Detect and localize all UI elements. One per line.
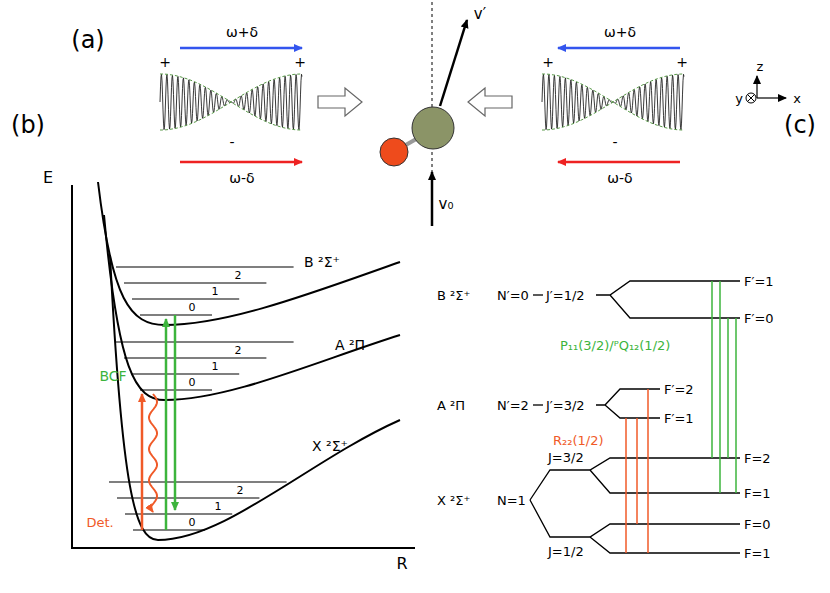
diagram-label: - xyxy=(229,135,234,149)
dashed-axis xyxy=(432,2,433,200)
vib-level xyxy=(109,481,287,482)
diagram-label: (b) xyxy=(11,113,45,137)
velocity-arrow xyxy=(440,20,467,106)
diagram-label: ω-δ xyxy=(607,171,632,185)
diagram-label: F=1 xyxy=(744,547,771,560)
diagram-label: B ²Σ⁺ xyxy=(437,289,470,302)
envelope xyxy=(160,74,302,130)
diagram-label: F=0 xyxy=(744,518,771,531)
cooling-lines xyxy=(712,281,736,493)
diagram-label: P₁₁(3/2)/ᴾQ₁₂(1/2) xyxy=(560,339,670,352)
beam-arrow xyxy=(558,161,680,164)
diagram-label: A ²Π xyxy=(335,338,365,352)
beam-arrow xyxy=(180,47,302,50)
diagram-label: + xyxy=(542,55,554,69)
diagram-label: z xyxy=(757,60,764,73)
diagram-label: X ²Σ⁺ xyxy=(312,439,348,453)
diagram-label: X ²Σ⁺ xyxy=(437,494,470,507)
diagram-label: 2 xyxy=(235,270,242,281)
heavy-atom xyxy=(412,107,454,149)
vib-level xyxy=(117,497,259,498)
diagram-label: B ²Σ⁺ xyxy=(304,255,340,269)
diagram-label: A ²Π xyxy=(437,399,465,412)
potential-curve xyxy=(98,182,400,325)
diagram-label: N′=0 xyxy=(497,289,529,302)
vib-level xyxy=(116,266,294,267)
diagram-label: 0 xyxy=(189,517,196,528)
diagram-label: x xyxy=(793,92,801,105)
diagram-label: F′=1 xyxy=(744,275,774,288)
diagram-label: (a) xyxy=(71,28,104,52)
beam-arrow xyxy=(180,161,302,164)
diagram-label: v₀ xyxy=(439,197,454,212)
velocity-arrow xyxy=(431,172,434,226)
diagram-label: F′=1 xyxy=(664,412,694,425)
level-structure xyxy=(530,281,740,553)
transition-arrow xyxy=(141,394,144,530)
diagram-label: Det. xyxy=(86,516,113,529)
diagram-label: ω+δ xyxy=(226,25,258,39)
diagram-label: F=1 xyxy=(744,487,771,500)
diagram-label: F′=2 xyxy=(664,383,694,396)
diagram-label: ω-δ xyxy=(229,171,254,185)
diagram-label: + xyxy=(676,55,688,69)
envelope xyxy=(542,74,684,130)
diagram-label: y xyxy=(735,92,743,105)
diagram-label: - xyxy=(612,135,617,149)
into-page-symbol xyxy=(748,95,755,102)
diagram-label: 1 xyxy=(212,286,219,297)
diagram-label: F=2 xyxy=(744,452,771,465)
diagram-label: + xyxy=(159,55,171,69)
potential-curve xyxy=(110,255,400,540)
diagram-label: N′=2 xyxy=(497,399,529,412)
vib-level xyxy=(132,298,239,299)
transition-arrow xyxy=(165,319,168,530)
diagram-label: R xyxy=(396,556,407,572)
potential-curve xyxy=(104,215,400,400)
envelope xyxy=(160,74,302,130)
decay-arrow xyxy=(149,394,157,512)
vib-level xyxy=(124,282,266,283)
diagram-label: 2 xyxy=(235,345,242,356)
wave xyxy=(160,74,302,129)
diagram-label: J′=1/2 xyxy=(546,289,585,302)
into-page-symbol xyxy=(746,93,756,103)
vib-level xyxy=(132,373,239,374)
axis-arrow xyxy=(756,76,757,98)
diagram-label: F′=0 xyxy=(744,312,774,325)
diagram-label: N=1 xyxy=(497,494,526,507)
vibrational-levels xyxy=(109,267,294,530)
diagram-label: 1 xyxy=(212,361,219,372)
diagram-label: 1 xyxy=(215,501,222,512)
diagram-label: BCF xyxy=(99,369,126,383)
diagram-label: 2 xyxy=(237,485,244,496)
diagram-label: J=3/2 xyxy=(548,451,584,464)
diagram-label: R₂₂(1/2) xyxy=(553,434,604,447)
envelope xyxy=(542,74,684,130)
wave xyxy=(542,74,684,129)
diagram-label: 0 xyxy=(189,302,196,313)
vib-level xyxy=(133,529,205,530)
hollow-arrow xyxy=(318,88,362,116)
vib-level xyxy=(116,341,294,342)
diagram-label: J′=3/2 xyxy=(546,399,585,412)
diagram-label: ω+δ xyxy=(604,25,636,39)
vib-level xyxy=(124,357,266,358)
diagram-label: 0 xyxy=(189,377,196,388)
transition-arrow xyxy=(174,315,177,510)
energy-axes xyxy=(72,185,415,548)
diagram-label: + xyxy=(294,55,306,69)
axis-arrow xyxy=(757,97,786,98)
detection-lines xyxy=(626,389,648,553)
beam-arrow xyxy=(558,47,680,50)
diagram-label: J=1/2 xyxy=(548,545,584,558)
diagram-label: E xyxy=(43,170,53,186)
diagram-label: v′ xyxy=(474,7,486,22)
hollow-arrow xyxy=(468,88,512,116)
light-atom xyxy=(380,138,408,166)
diagram-label: (c) xyxy=(784,113,816,137)
